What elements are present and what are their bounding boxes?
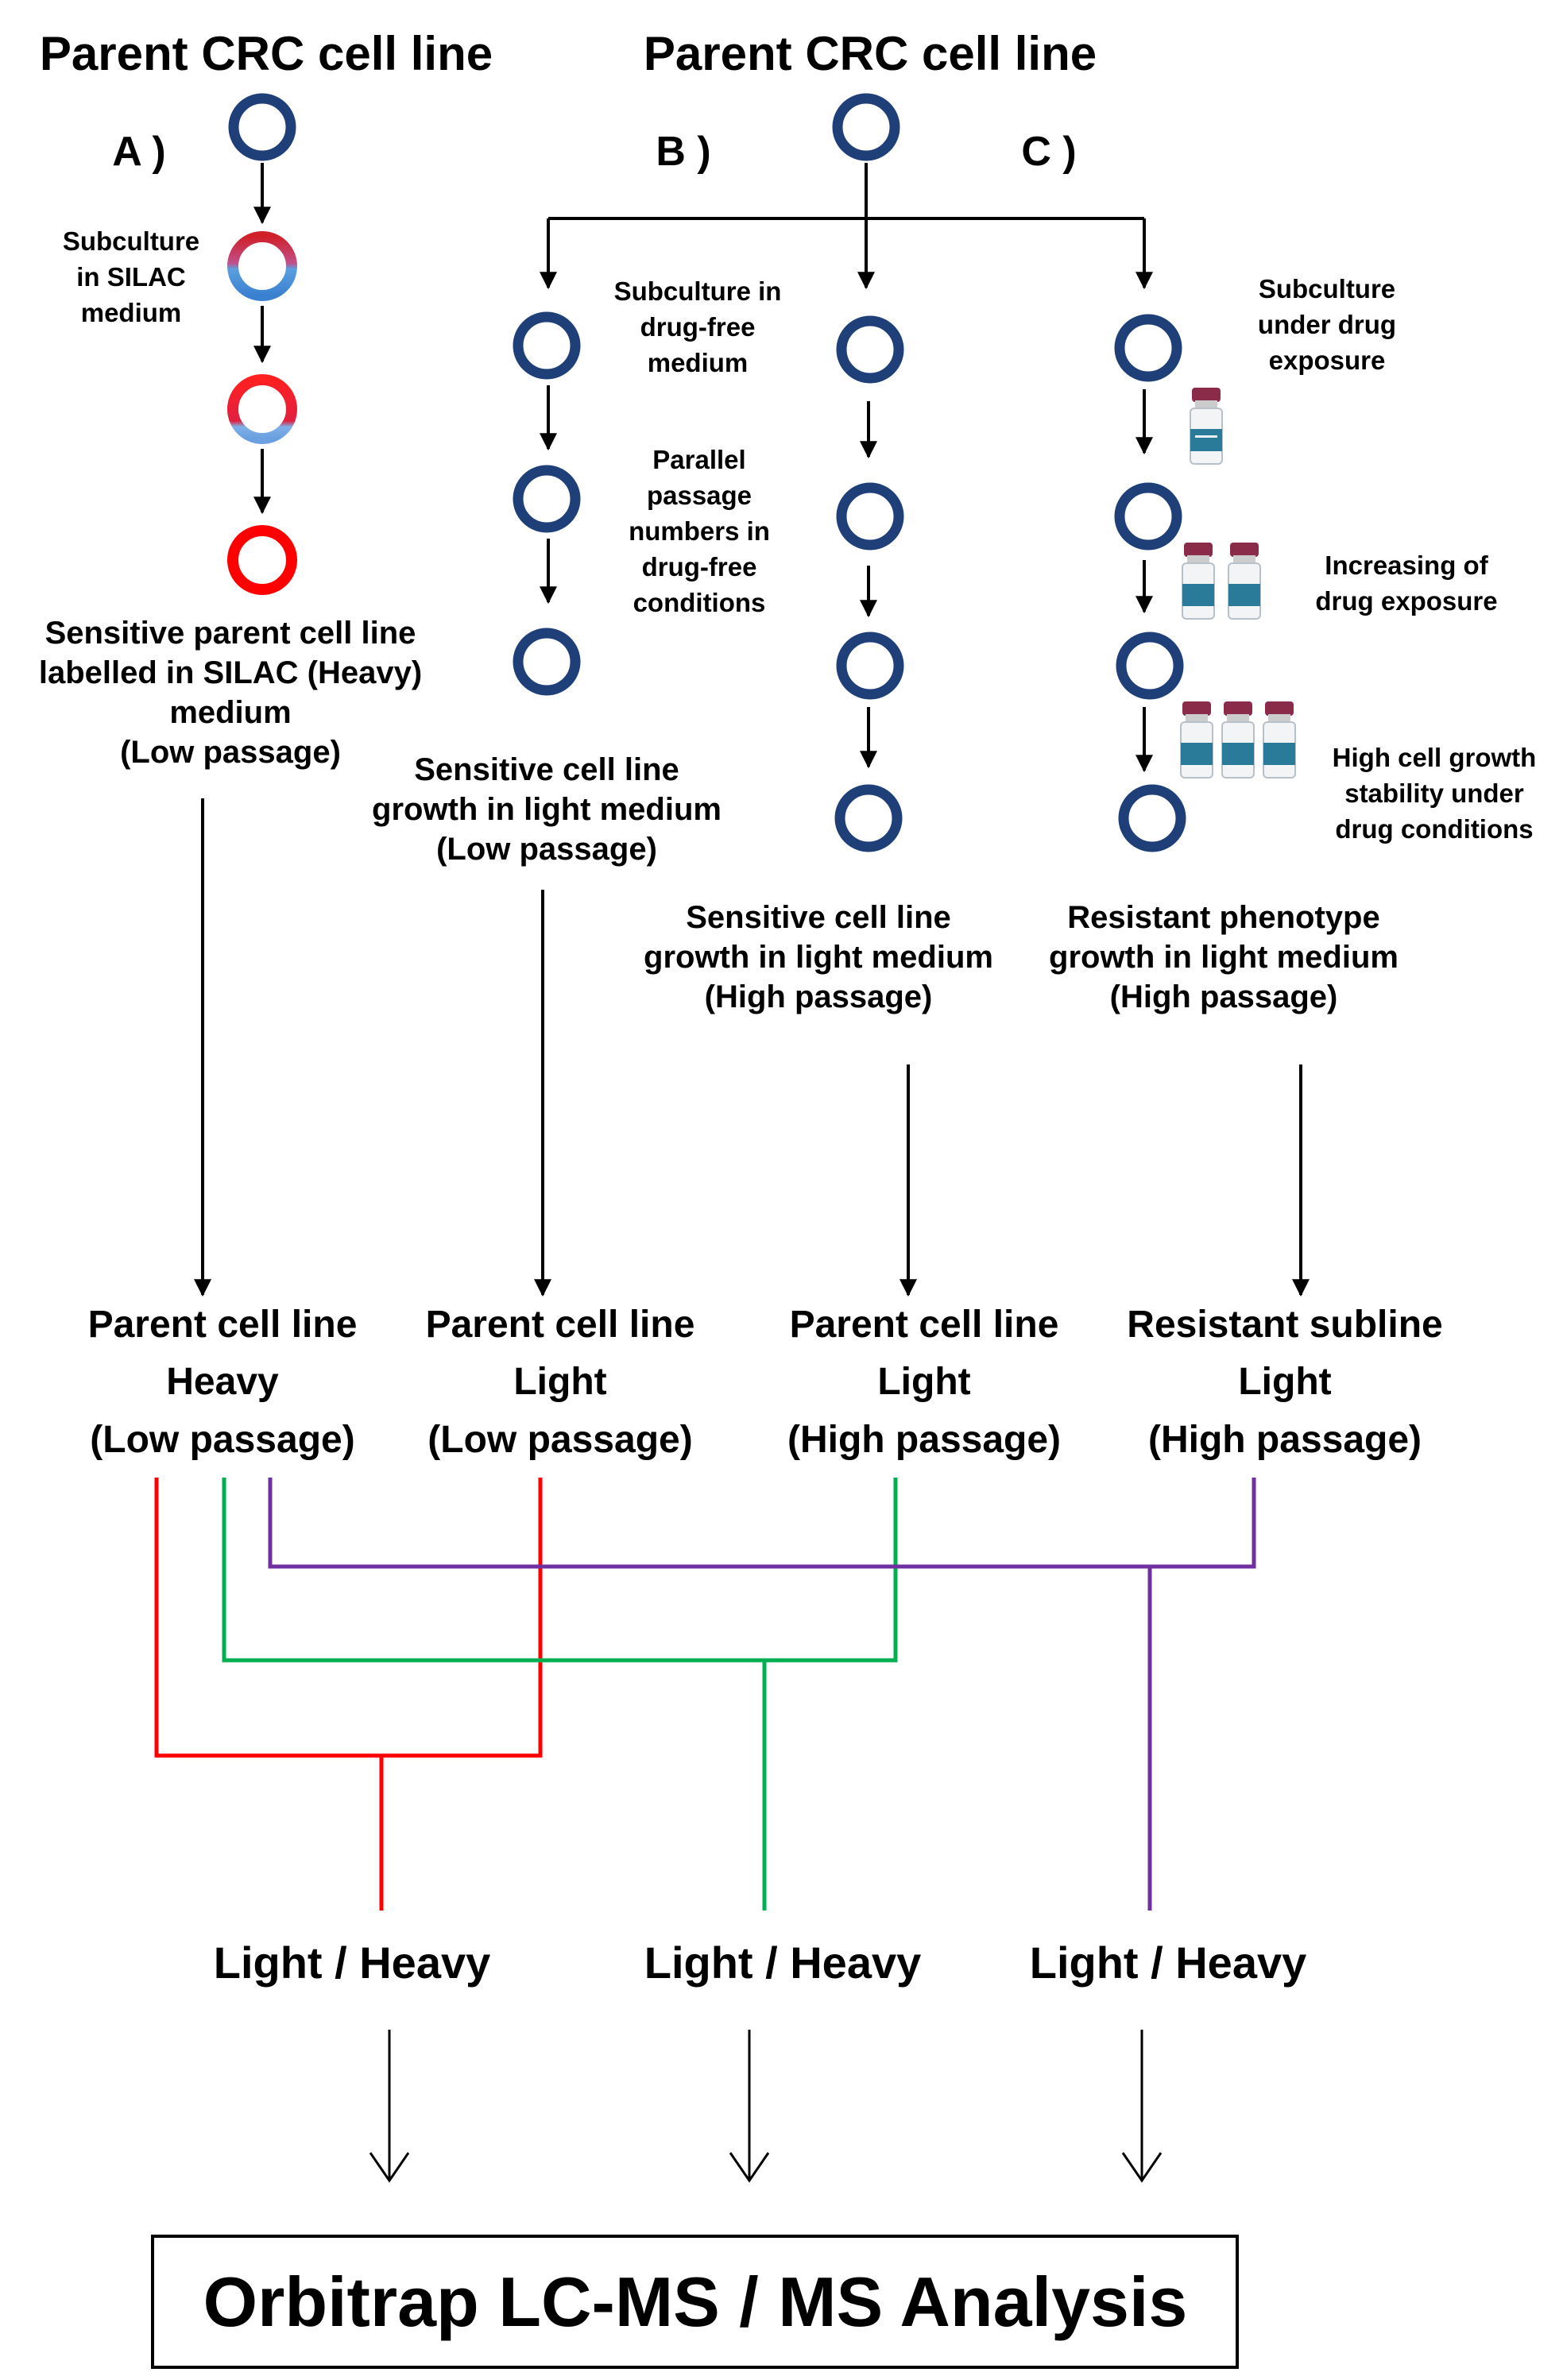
- pair-connector-red: [154, 1478, 543, 1911]
- ratio-2: Light / Heavy: [644, 1938, 922, 1988]
- cell-c-2-icon: [1114, 482, 1182, 551]
- svg-text:(High passage): (High passage): [1110, 979, 1338, 1014]
- cell-c-4-icon: [1118, 784, 1186, 852]
- svg-text:labelled in SILAC (Heavy): labelled in SILAC (Heavy): [39, 655, 422, 690]
- svg-text:Subculture: Subculture: [1259, 274, 1395, 303]
- svg-text:(High passage): (High passage): [787, 1419, 1061, 1461]
- svg-text:medium: medium: [648, 348, 749, 377]
- svg-text:under drug: under drug: [1258, 310, 1396, 339]
- svg-text:Resistant phenotype: Resistant phenotype: [1067, 900, 1379, 935]
- svg-text:Light: Light: [877, 1361, 970, 1403]
- svg-text:medium: medium: [169, 695, 291, 730]
- panel-label-b: B ): [656, 129, 710, 175]
- svg-text:passage: passage: [647, 481, 752, 510]
- svg-text:Resistant subline: Resistant subline: [1127, 1304, 1442, 1346]
- svg-text:Sensitive cell line: Sensitive cell line: [414, 752, 679, 787]
- cell-b2-4-icon: [834, 784, 903, 852]
- drug-vial-icon: [1263, 701, 1296, 779]
- arrow-ratio-2: [729, 2030, 770, 2183]
- arrow-ratio-3: [1121, 2030, 1163, 2183]
- cell-b1-3-icon: [513, 628, 581, 696]
- svg-text:Sensitive cell line: Sensitive cell line: [686, 900, 951, 935]
- svg-text:(High passage): (High passage): [1148, 1419, 1422, 1461]
- panel-label-a: A ): [112, 129, 165, 175]
- svg-text:growth in light medium: growth in light medium: [1049, 940, 1399, 975]
- svg-text:Heavy: Heavy: [166, 1361, 279, 1403]
- result-b1-text: Sensitive cell line growth in light medi…: [372, 752, 722, 867]
- pair-connector-purple: [268, 1478, 1256, 1911]
- cell-b1-2-icon: [513, 465, 581, 533]
- svg-text:(Low passage): (Low passage): [436, 832, 657, 867]
- svg-text:Sensitive parent cell line: Sensitive parent cell line: [45, 616, 416, 651]
- svg-text:High cell growth: High cell growth: [1333, 743, 1537, 772]
- cell-b2-2-icon: [836, 482, 904, 551]
- svg-text:(Low passage): (Low passage): [428, 1419, 692, 1461]
- analysis-title: Orbitrap LC-MS / MS Analysis: [203, 2262, 1188, 2341]
- drug-vial-icon: [1228, 543, 1261, 620]
- drug-vial-icon: [1182, 543, 1215, 620]
- svg-text:stability under: stability under: [1344, 779, 1524, 808]
- cell-c-3-icon: [1116, 632, 1184, 700]
- svg-text:in SILAC: in SILAC: [76, 262, 186, 292]
- svg-text:numbers in: numbers in: [629, 516, 770, 546]
- step-b1-parallel-text: Parallel passage numbers in drug-free co…: [629, 445, 770, 617]
- cell-c-1-icon: [1114, 314, 1182, 382]
- svg-text:conditions: conditions: [633, 588, 766, 617]
- step-a-silac-text: Subculture in SILAC medium: [63, 226, 199, 327]
- cell-parent-bc-icon: [832, 93, 900, 161]
- result-b2-text: Sensitive cell line growth in light medi…: [644, 900, 993, 1014]
- svg-text:(High passage): (High passage): [705, 979, 933, 1014]
- ratio-1: Light / Heavy: [214, 1938, 491, 1988]
- svg-text:(Low passage): (Low passage): [90, 1419, 354, 1461]
- svg-text:Parent cell line: Parent cell line: [88, 1304, 358, 1346]
- header-left: Parent CRC cell line: [40, 27, 493, 80]
- result-c-text: Resistant phenotype growth in light medi…: [1049, 900, 1399, 1014]
- svg-text:drug-free: drug-free: [642, 552, 757, 581]
- cell-silac-mostly-icon: [227, 374, 297, 444]
- svg-text:Subculture in: Subculture in: [614, 276, 782, 306]
- step-c-exposure-text: Subculture under drug exposure: [1258, 274, 1396, 375]
- svg-text:drug exposure: drug exposure: [1315, 586, 1497, 616]
- node-resistant-light-high: Resistant subline Light (High passage): [1127, 1304, 1442, 1461]
- cell-silac-heavy-icon: [227, 525, 297, 595]
- result-a-text: Sensitive parent cell line labelled in S…: [39, 616, 422, 770]
- cell-b1-1-icon: [513, 311, 581, 380]
- svg-text:Parallel: Parallel: [652, 445, 745, 474]
- svg-text:(Low passage): (Low passage): [120, 735, 341, 770]
- svg-text:Light: Light: [513, 1361, 606, 1403]
- ratio-3: Light / Heavy: [1030, 1938, 1307, 1988]
- svg-text:drug-free: drug-free: [640, 312, 756, 342]
- cell-b2-1-icon: [836, 315, 904, 384]
- svg-text:growth in light medium: growth in light medium: [644, 940, 993, 975]
- pair-connector-green: [222, 1478, 898, 1911]
- analysis-box: [151, 2235, 1239, 2369]
- cell-b2-3-icon: [836, 632, 904, 700]
- arrow-ratio-1: [369, 2030, 410, 2183]
- step-b1-drugfree-text: Subculture in drug-free medium: [614, 276, 782, 377]
- svg-text:Subculture: Subculture: [63, 226, 199, 256]
- panel-label-c: C ): [1021, 129, 1076, 175]
- node-parent-light-high: Parent cell line Light (High passage): [787, 1304, 1061, 1461]
- drug-vial-icon: [1221, 701, 1255, 779]
- svg-text:Parent cell line: Parent cell line: [790, 1304, 1059, 1346]
- step-c-increasing-text: Increasing of drug exposure: [1315, 551, 1497, 616]
- drug-vial-icon: [1180, 701, 1213, 779]
- svg-text:Increasing of: Increasing of: [1325, 551, 1488, 580]
- step-c-stability-text: High cell growth stability under drug co…: [1333, 743, 1537, 844]
- svg-text:medium: medium: [81, 298, 182, 327]
- drug-vial-icon: [1190, 388, 1223, 465]
- svg-text:growth in light medium: growth in light medium: [372, 792, 722, 827]
- node-parent-heavy-low: Parent cell line Heavy (Low passage): [88, 1304, 358, 1461]
- svg-text:Light: Light: [1238, 1361, 1331, 1403]
- svg-text:Parent cell line: Parent cell line: [426, 1304, 695, 1346]
- node-parent-light-low: Parent cell line Light (Low passage): [426, 1304, 695, 1461]
- header-right: Parent CRC cell line: [644, 27, 1097, 80]
- cell-silac-partial-icon: [227, 231, 297, 301]
- svg-text:exposure: exposure: [1269, 346, 1386, 375]
- svg-text:drug conditions: drug conditions: [1335, 814, 1533, 844]
- cell-parent-a-icon: [228, 93, 296, 161]
